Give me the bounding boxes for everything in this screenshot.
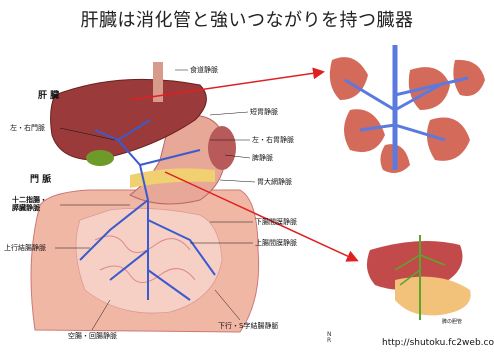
- label-descending-sigmoid: 下行・S字結腸静脈: [218, 322, 278, 330]
- label-bile-duct: 膵の胆管: [442, 318, 462, 326]
- inset-bile-duct: [362, 228, 487, 328]
- spleen: [208, 126, 236, 170]
- source-url[interactable]: http://shutoku.fc2web.com: [382, 338, 494, 348]
- label-inferior-mesenteric: 下腸間膜静脈: [255, 218, 297, 226]
- label-left-right-portal: 左・右門脈: [10, 124, 45, 132]
- label-esophageal-vein: 食道静脈: [190, 66, 218, 74]
- gallbladder: [86, 150, 114, 166]
- label-ascending-colon: 上行結腸静脈: [4, 244, 46, 252]
- label-superior-mesenteric: 上腸間膜静脈: [255, 239, 297, 247]
- illustrator-signature: N R: [327, 332, 332, 344]
- label-liver: 肝 臓: [38, 88, 59, 101]
- label-gastroomental: 胃大網静脈: [257, 178, 292, 186]
- inset-liver-segments: [325, 40, 490, 180]
- abdominal-organs: [31, 62, 259, 332]
- label-splenic: 脾静脈: [252, 154, 273, 162]
- label-short-gastric: 短胃静脈: [250, 108, 278, 116]
- label-portal-vein: 門 脈: [30, 172, 51, 185]
- label-jejunum-ileum: 空腸・回腸静脈: [68, 332, 117, 340]
- label-duodenal-pancreatic: 十二指腸・ 膵臓静脈: [12, 196, 47, 212]
- label-left-right-gastric: 左・右胃静脈: [252, 136, 294, 144]
